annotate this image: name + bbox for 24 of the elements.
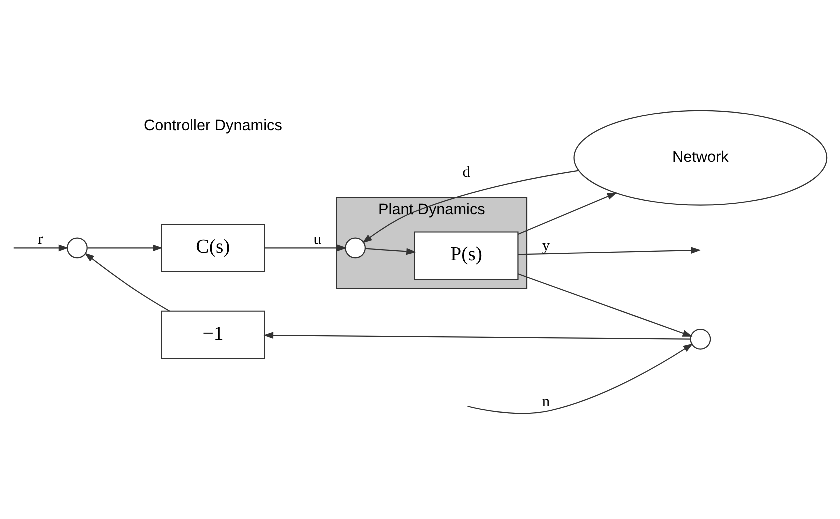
- edge-label: d: [462, 163, 470, 180]
- arrow: [84, 252, 170, 312]
- edge-label: u: [314, 230, 322, 248]
- node-box: P(s): [414, 231, 519, 280]
- arrow: [468, 343, 694, 414]
- node-ellipse: Network: [574, 110, 828, 206]
- node-circle: [690, 328, 712, 350]
- arrow: [264, 244, 348, 252]
- edge-label: n: [542, 393, 550, 410]
- edge-label: r: [38, 230, 44, 248]
- node-circle: [67, 237, 88, 258]
- edge-label: y: [542, 237, 550, 254]
- arrow: [264, 332, 691, 340]
- arrow: [518, 192, 618, 235]
- arrow: [88, 244, 163, 252]
- node-box: C(s): [161, 224, 266, 272]
- arrow: [362, 170, 579, 244]
- arrow: [366, 248, 417, 255]
- arrow: [518, 246, 702, 255]
- arrow: [14, 244, 69, 252]
- arrow: [518, 273, 693, 336]
- node-circle: [345, 237, 366, 258]
- label: Controller Dynamics: [144, 116, 282, 134]
- node-box: −1: [161, 310, 266, 359]
